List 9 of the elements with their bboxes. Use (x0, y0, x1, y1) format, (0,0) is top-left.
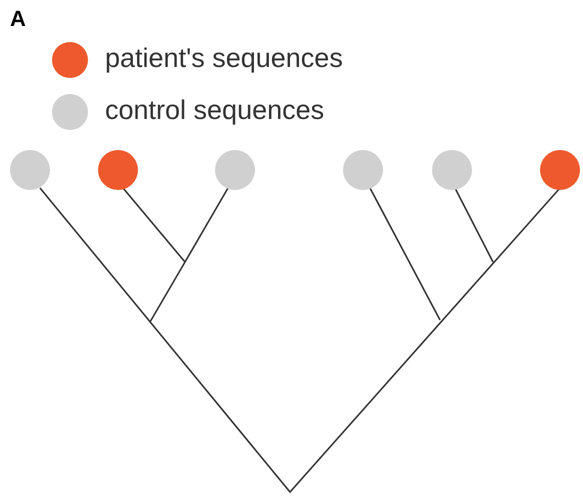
legend-label: control sequences (105, 95, 324, 126)
sequence-circle (10, 150, 50, 190)
sequence-circle (215, 150, 255, 190)
panel-letter: A (10, 6, 26, 32)
sequence-circle (98, 150, 138, 190)
legend-label: patient's sequences (105, 43, 343, 74)
sequence-circle (540, 150, 580, 190)
sequence-circle (343, 150, 383, 190)
sequence-circle (432, 150, 472, 190)
